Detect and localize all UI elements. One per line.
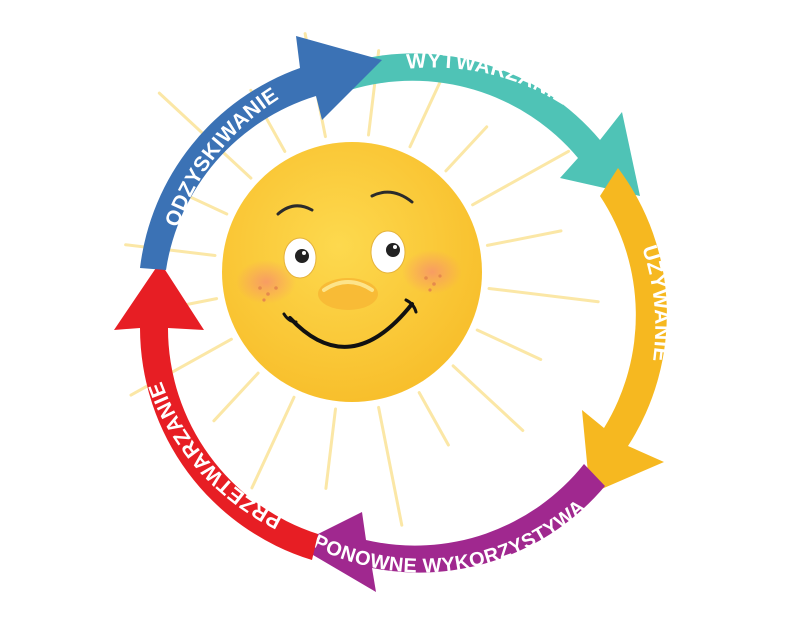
right-cheek xyxy=(402,250,462,294)
arrow-uzywanie xyxy=(582,168,667,494)
sun-ray xyxy=(451,364,525,432)
sun-ray xyxy=(124,243,217,257)
left-eyebrow xyxy=(276,204,314,216)
arrow-przetwarzanie xyxy=(114,262,318,560)
right-eyebrow xyxy=(370,190,414,204)
sun-ray xyxy=(487,287,600,304)
sun-ray xyxy=(212,371,260,423)
sun-ray xyxy=(475,328,543,361)
arrow-ponowne xyxy=(296,464,605,592)
sun-ray xyxy=(417,391,450,447)
smiling-sun-icon xyxy=(222,142,482,402)
stage-uzywanie: UŻYWANIE xyxy=(582,168,673,494)
smile xyxy=(288,302,414,349)
left-eye xyxy=(283,237,317,279)
svg-text:PRZETWARZANIE: PRZETWARZANIE xyxy=(144,379,285,533)
left-cheek xyxy=(236,260,296,304)
sun-ray xyxy=(471,149,571,207)
sun-ray xyxy=(250,395,296,490)
label-przetwarzanie: PRZETWARZANIE xyxy=(144,379,284,533)
freckles xyxy=(258,274,442,302)
arrow-odzyskiwanie xyxy=(140,36,382,270)
sun-ray xyxy=(377,405,404,527)
sun-ray xyxy=(444,125,489,173)
sun-ray xyxy=(485,229,563,247)
sun-ray xyxy=(324,407,337,490)
right-eye xyxy=(370,230,406,274)
